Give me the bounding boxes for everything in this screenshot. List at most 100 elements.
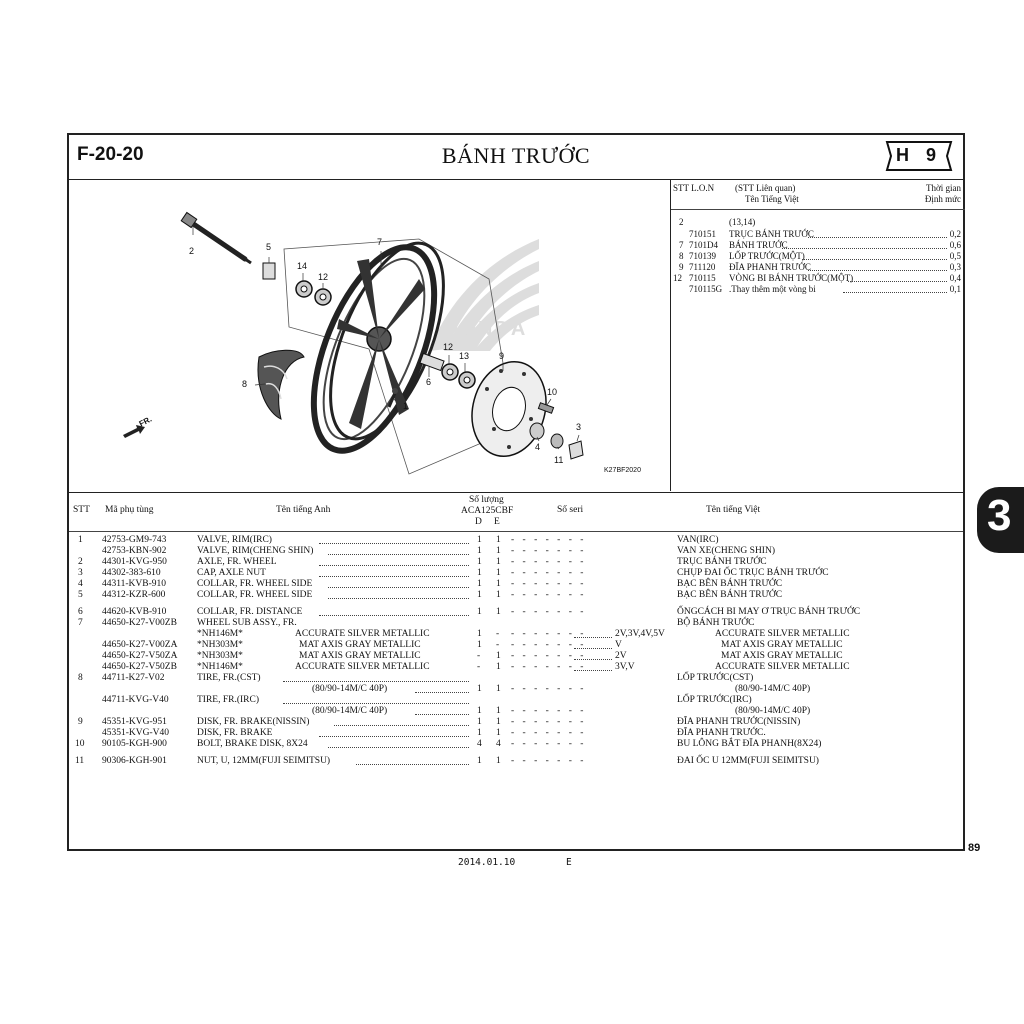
part-name-en: VALVE, RIM(CHENG SHIN) xyxy=(197,546,314,556)
qty-e: 1 xyxy=(496,662,501,672)
dot-leader xyxy=(319,565,469,566)
group-badge: H 9 xyxy=(883,140,955,172)
part-name-vi: ỐNGCÁCH BI MAY Ơ TRỤC BÁNH TRƯỚC xyxy=(677,607,861,617)
part-number: 90105-KGH-900 xyxy=(102,739,167,749)
part-name-en: (80/90-14M/C 40P) xyxy=(312,684,388,694)
parts-row[interactable]: 44650-K27-V50ZB*NH146M*ACCURATE SILVER M… xyxy=(69,662,963,673)
part-name-en: MAT AXIS GRAY METALLIC xyxy=(299,640,421,650)
callout-9: 9 xyxy=(499,351,505,361)
hdr-qty: Số lượng xyxy=(469,495,504,505)
qty-e: 1 xyxy=(496,728,501,738)
part-name-vi: VAN XE(CHENG SHIN) xyxy=(677,546,775,556)
color-code: *NH303M* xyxy=(197,640,243,650)
part-name-vi: LỐP TRƯỚC(IRC) xyxy=(677,695,752,705)
labor-ref: 9 xyxy=(679,262,684,272)
labor-name: TRỤC BÁNH TRƯỚC xyxy=(729,229,814,239)
col-related: (STT Liên quan) xyxy=(735,183,796,193)
qty-d: 1 xyxy=(477,629,482,639)
dot-leader xyxy=(574,659,612,660)
labor-code: 710151 xyxy=(689,229,716,239)
part-number: 44650-K27-V00ZA xyxy=(102,640,178,650)
dot-leader xyxy=(319,736,469,737)
qty-d: 1 xyxy=(477,557,482,567)
callout-14: 14 xyxy=(297,261,308,271)
qty-d: 1 xyxy=(477,717,482,727)
dot-leader xyxy=(319,543,469,544)
part-name-vi: ĐĨA PHANH TRƯỚC. xyxy=(677,728,766,738)
parts-row[interactable]: 44650-K27-V00ZA *NH303M* MAT AXIS GRAY MET… xyxy=(69,640,963,651)
section-code: F-20-20 xyxy=(77,144,144,165)
parts-list: STT Mã phụ tùng Tên tiếng Anh Số lượng A… xyxy=(69,492,963,852)
part-name-vi: ĐĨA PHANH TRƯỚC(NISSIN) xyxy=(677,717,801,727)
figure-id: K27BF2020 xyxy=(604,467,641,474)
serial-dashes: - - - - - - - xyxy=(511,684,587,694)
part-stt: 3 xyxy=(78,568,83,578)
part-name-en: WHEEL SUB ASSY., FR. xyxy=(197,618,297,628)
part-name-en: MAT AXIS GRAY METALLIC xyxy=(299,651,421,661)
qty-e: 4 xyxy=(496,739,501,749)
labor-ref: 12 xyxy=(673,273,682,283)
dot-leader xyxy=(782,240,947,249)
part-number: 44711-KVG-V40 xyxy=(102,695,169,705)
part-number: 44650-K27-V00ZB xyxy=(102,618,177,628)
serial-note: 2V xyxy=(615,651,627,661)
dot-leader xyxy=(328,598,469,599)
part-number: 44650-K27-V50ZB xyxy=(102,662,177,672)
part-name-en: (80/90-14M/C 40P) xyxy=(312,706,388,716)
serial-dashes: - - - - - - - xyxy=(511,739,587,749)
qty-d: 1 xyxy=(477,640,482,650)
labor-time: 0,6 xyxy=(949,240,961,250)
callout-5: 5 xyxy=(266,242,272,252)
callout-3: 3 xyxy=(576,422,582,432)
dot-leader xyxy=(574,637,612,638)
part-name-vi: CHỤP ĐAI ỐC TRỤC BÁNH TRƯỚC xyxy=(677,568,829,578)
part-name-en: BOLT, BRAKE DISK, 8X24 xyxy=(197,739,308,749)
page-number: 89 xyxy=(968,842,981,854)
group-badge-text: H 9 xyxy=(895,145,942,165)
dot-leader xyxy=(283,681,469,682)
nut-11 xyxy=(550,433,564,449)
part-stt: 6 xyxy=(78,607,83,617)
section-tab[interactable]: 3 xyxy=(977,487,1024,553)
part-name-vi: BẠC BÊN BÁNH TRƯỚC xyxy=(677,590,783,600)
part-name-vi: ACCURATE SILVER METALLIC xyxy=(715,629,850,639)
part-name-en: COLLAR, FR. WHEEL SIDE xyxy=(197,590,313,600)
part-name-vi: BẠC BÊN BÁNH TRƯỚC xyxy=(677,579,783,589)
callout-6: 6 xyxy=(426,377,432,387)
qty-d: 1 xyxy=(477,568,482,578)
parts-row[interactable]: 44650-K27-V50ZA*NH303M*MAT AXIS GRAY MET… xyxy=(69,651,963,662)
part-number: 44311-KVB-910 xyxy=(102,579,167,589)
part-name-vi: TRỤC BÁNH TRƯỚC xyxy=(677,557,767,567)
labor-code: 710115G xyxy=(689,284,723,294)
exploded-diagram: HONDA xyxy=(69,179,671,491)
serial-dashes: - - - - - - - xyxy=(511,568,587,578)
serial-dashes: - - - - - - - xyxy=(511,640,587,650)
serial-dashes: - - - - - - - xyxy=(511,557,587,567)
part-number: 45351-KVG-951 xyxy=(102,717,167,727)
serial-dashes: - - - - - - - xyxy=(511,706,587,716)
footer-code: E xyxy=(566,857,572,868)
qty-e: 1 xyxy=(496,706,501,716)
dot-leader xyxy=(574,648,612,649)
